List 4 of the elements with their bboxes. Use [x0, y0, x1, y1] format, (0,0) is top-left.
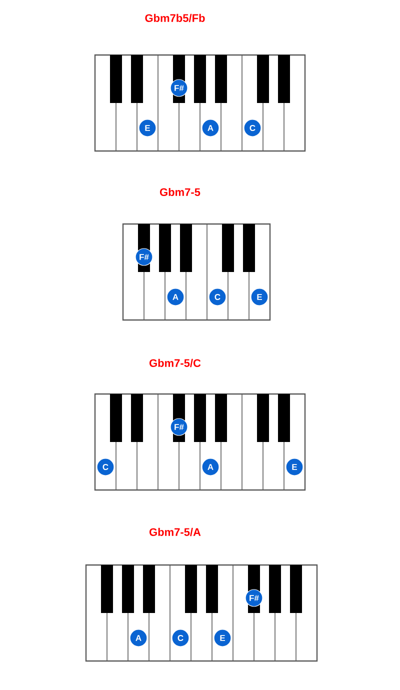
chord-name: Gbm7b5/Fb — [145, 14, 205, 22]
chord-name: Gbm7-5 — [160, 188, 200, 196]
chord-name: Gbm7-5/A — [149, 528, 201, 536]
chord-name: Gbm7-5/C — [149, 358, 201, 368]
